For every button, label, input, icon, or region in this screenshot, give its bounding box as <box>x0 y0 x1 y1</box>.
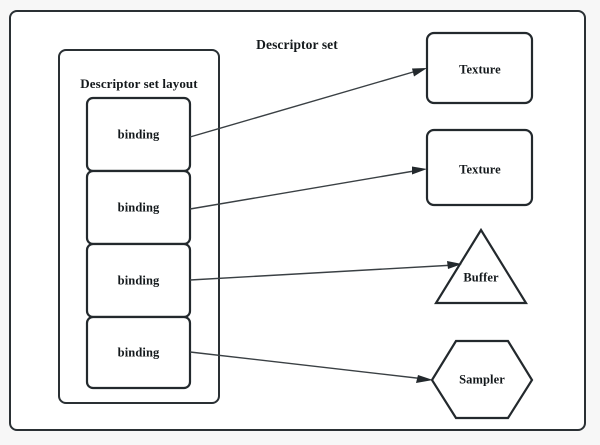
arrow-head-sampler <box>416 375 433 383</box>
resource-label-texture-1: Texture <box>459 62 501 77</box>
descriptor-set-layout-title: Descriptor set layout <box>80 76 198 91</box>
arrow-head-buffer <box>447 261 462 269</box>
binding-label-1: binding <box>117 127 160 142</box>
resource-texture-2[interactable] <box>425 128 534 207</box>
arrow-head-texture1 <box>412 68 427 77</box>
resource-buffer-triangle[interactable] <box>434 227 528 305</box>
resource-label-texture-2: Texture <box>459 162 501 177</box>
binding-label-4: binding <box>117 345 160 360</box>
descriptor-set-title: Descriptor set <box>256 37 338 52</box>
resource-label-buffer: Buffer <box>463 270 499 285</box>
connector-binding2-to-texture2 <box>189 169 421 210</box>
binding-label-3: binding <box>117 273 160 288</box>
arrow-head-texture2 <box>412 166 427 175</box>
connector-binding4-to-sampler <box>189 351 426 380</box>
connector-binding1-to-texture1 <box>189 69 421 138</box>
connector-binding3-to-buffer <box>189 264 456 281</box>
binding-label-2: binding <box>117 200 160 215</box>
resource-label-sampler: Sampler <box>459 372 505 387</box>
